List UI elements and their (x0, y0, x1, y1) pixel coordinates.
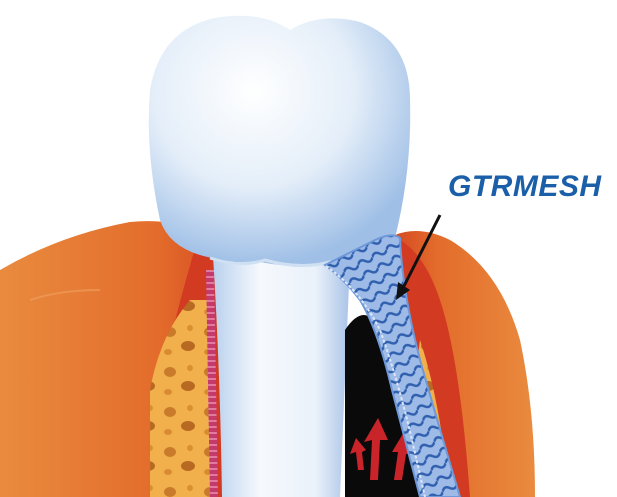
left-gingiva (0, 221, 226, 497)
gtrmesh-label: GTRMESH (448, 170, 602, 204)
tooth-root (212, 240, 350, 497)
tooth-crown (149, 16, 410, 266)
